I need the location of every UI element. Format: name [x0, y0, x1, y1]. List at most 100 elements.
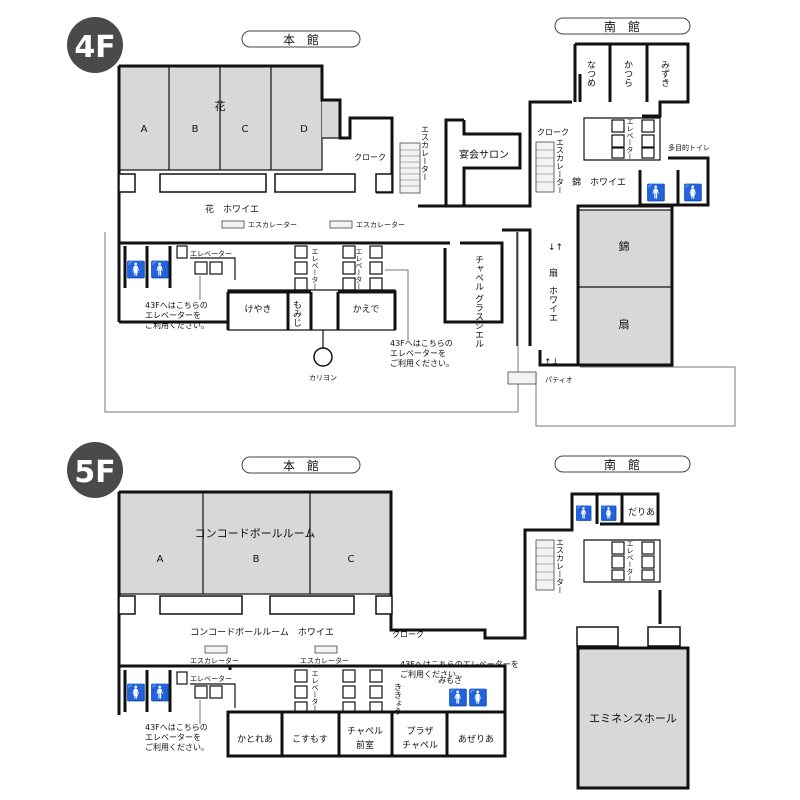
floor-5f: 5F 本 館 南 館 コンコードボールルーム A B C コンコードボールルーム… — [67, 442, 691, 790]
patio-label: パティオ — [545, 376, 573, 384]
eminence-hall — [577, 647, 689, 789]
banquet-salon-wall — [444, 120, 522, 208]
nishiki-foyer: 錦 ホワイエ — [572, 176, 626, 188]
hana-room-a: A — [141, 124, 148, 135]
main-building-label-5f: 本 館 — [283, 458, 319, 473]
floor-4f: 4F 本 館 南 館 花 A B C D — [67, 17, 736, 427]
room-kaede: かえで — [353, 304, 380, 315]
note-right-5f-2: ご利用ください。 — [400, 669, 464, 679]
hana-label: 花 — [215, 100, 226, 113]
room-mizuki: みずき — [659, 60, 670, 87]
room-mimosa: みもざ — [438, 675, 462, 685]
elevator-south-4f: エレベーター — [626, 118, 634, 160]
escalator-south-4f — [535, 141, 555, 193]
ballroom-section-a: A — [157, 554, 164, 565]
hana-foyer-label: 花 ホワイエ — [205, 203, 259, 215]
note-left-4f-2: エレベーターを — [145, 311, 201, 320]
elevator-bank-5f — [294, 669, 383, 713]
ougi-foyer: 扇 ホワイエ — [547, 267, 558, 322]
concord-ballroom — [118, 491, 392, 595]
main-building-label-4f-pill — [241, 30, 361, 48]
room-plaza: プラザ — [406, 726, 433, 737]
toilet-women-5f: 🚺 — [126, 683, 146, 702]
floor-badge-5f-label: 5F — [74, 455, 115, 490]
nishiki-label: 錦 — [619, 239, 630, 253]
room-chapel-front: チャペル — [347, 726, 383, 737]
cloak-south-4f: クローク — [537, 128, 569, 137]
escalator-h2-5f: エスカレーター — [300, 656, 349, 665]
south-building-label-4f: 南 館 — [604, 19, 640, 34]
elevator-vertical-4f-2: エレベーター — [355, 248, 363, 290]
banquet-salon: 宴会サロン — [459, 148, 509, 161]
room-chapel-zenshitsu: 前室 — [356, 739, 374, 751]
room-azeria: あぜりあ — [458, 734, 494, 745]
svg-text:↓↑: ↓↑ — [548, 243, 563, 253]
toilet-women-south-4f: 🚺 — [683, 183, 703, 202]
room-kikyo: ききょう — [394, 683, 403, 715]
toilet-men-4f: 🚹 — [150, 260, 170, 279]
svg-text:↑↓: ↑↓ — [544, 358, 559, 368]
south-building-label-4f-pill — [554, 17, 691, 35]
ougi-label: 扇 — [619, 317, 630, 331]
room-momiji: もみじ — [291, 300, 302, 327]
escalator-south-4f-label: エスカレーター — [556, 138, 565, 194]
main-building-label-4f: 本 館 — [283, 32, 319, 47]
note-left-5f-2: エレベーターを — [145, 733, 201, 742]
cloak-main-4f: クローク — [354, 153, 386, 162]
note-right-4f-2: エレベーターを — [390, 349, 446, 358]
ballroom-section-b: B — [253, 554, 260, 565]
escalator-h2-4f: エスカレーター — [356, 220, 405, 229]
cloak-5f: クローク — [392, 630, 424, 639]
kariyon-circle — [313, 347, 333, 367]
toilet-men-south-4f: 🚹 — [646, 183, 666, 202]
room-keyaki: けやき — [244, 304, 271, 315]
south-building-label-5f: 南 館 — [604, 457, 640, 472]
elevator-bank-4f — [294, 245, 383, 291]
toilet-pair-5f: 🚹🚺 — [448, 688, 488, 707]
multi-toilet-4f: 多目的トイレ — [668, 143, 710, 152]
patio-outline-4f — [535, 366, 736, 427]
elevator-south-5f: エレベーター — [626, 540, 634, 582]
ballroom-section-c: C — [348, 554, 355, 565]
elevator-small-4f: エレベーター — [190, 249, 232, 258]
note-left-4f-1: 43Fへはこちらの — [145, 301, 208, 310]
concord-ballroom-label: コンコードボールルーム — [195, 527, 316, 540]
note-left-4f-3: ご利用ください。 — [145, 320, 209, 330]
room-plaza-chapel: チャペル — [402, 740, 438, 751]
eminence-hall-label: エミネンスホール — [589, 712, 677, 725]
hana-room-d: D — [300, 124, 308, 135]
note-left-5f-1: 43Fへはこちらの — [145, 723, 208, 732]
hana-room-c: C — [242, 124, 249, 135]
toilet-men-5f: 🚹 — [150, 683, 170, 702]
elevator-small-5f: エレベーター — [190, 674, 232, 683]
escalator-h1-4f: エスカレーター — [248, 220, 297, 229]
outdoor-outline-4f — [104, 232, 519, 413]
room-katsura: かつら — [622, 60, 633, 87]
main-wall-4f-top — [119, 64, 394, 194]
room-natsume: なつめ — [585, 60, 596, 87]
elevator-vertical-4f-1: エレベーター — [311, 248, 319, 290]
room-kosumosu: こすもす — [292, 734, 328, 745]
note-right-4f-3: ご利用ください。 — [390, 358, 454, 368]
escalator-south-5f — [535, 539, 555, 591]
kariyon-label: カリヨン — [309, 374, 337, 382]
escalator-south-5f-label: エスカレーター — [556, 538, 565, 594]
note-left-5f-3: ご利用ください。 — [145, 742, 209, 752]
floor-badge-4f: 4F — [67, 17, 123, 73]
floor-badge-4f-label: 4F — [74, 30, 115, 65]
room-katorea: かとれあ — [237, 734, 273, 745]
room-daria: だりあ — [628, 507, 655, 518]
toilet-women-south-5f: 🚺 — [600, 505, 617, 522]
floor-badge-5f: 5F — [67, 442, 123, 498]
toilet-men-south-5f: 🚹 — [575, 505, 592, 522]
note-right-5f-1: 43Fへはこちらのエレベーターを — [400, 660, 519, 669]
concord-foyer-label: コンコードボールルーム ホワイエ — [190, 627, 334, 638]
toilet-women-4f: 🚺 — [126, 260, 146, 279]
escalator-main-4f-label: エスカレーター — [421, 125, 430, 181]
hana-room-b: B — [192, 124, 199, 135]
chapel-glass-ciel: チャペル グラスシエル — [473, 255, 484, 348]
elevator-vertical-5f: エレベーター — [311, 670, 319, 712]
escalator-h1-5f: エスカレーター — [190, 656, 239, 665]
note-right-4f-1: 43Fへはこちらの — [390, 339, 453, 348]
